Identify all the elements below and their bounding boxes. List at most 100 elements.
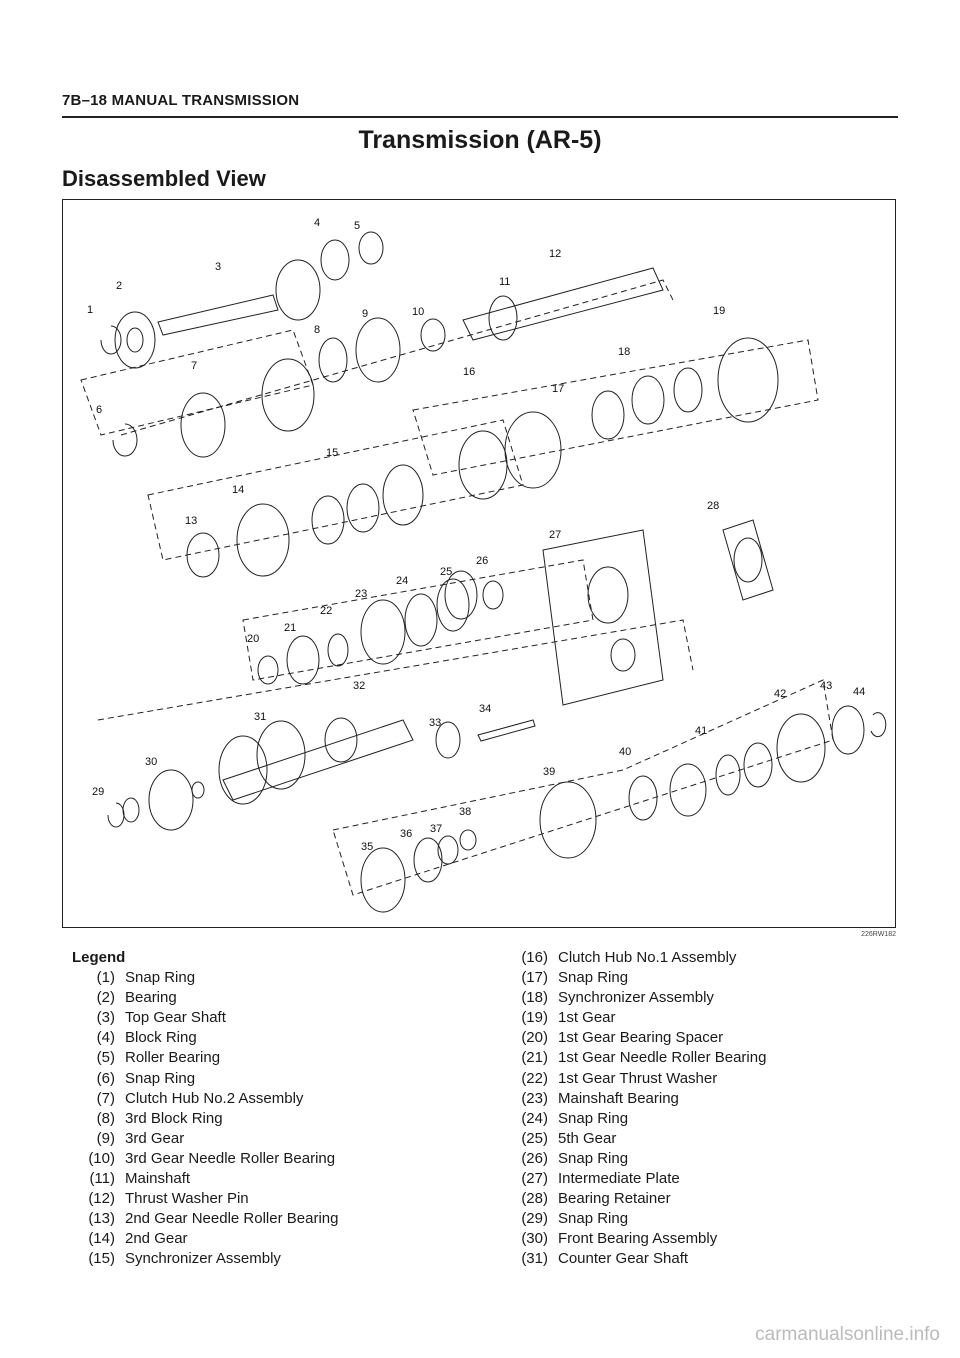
- legend-item: (31)Counter Gear Shaft: [521, 1250, 689, 1268]
- legend-item: (2)Bearing: [96, 989, 177, 1007]
- callout-9: 9: [362, 308, 368, 320]
- legend-item: (4)Block Ring: [96, 1029, 197, 1047]
- callout-28: 28: [707, 500, 719, 512]
- callout-18: 18: [618, 346, 630, 358]
- callout-36: 36: [400, 828, 412, 840]
- section-subtitle: Disassembled View: [62, 166, 266, 191]
- legend-item: (24)Snap Ring: [521, 1109, 629, 1127]
- callout-42: 42: [774, 688, 786, 700]
- group-outline: [97, 619, 694, 721]
- legend-item: (8)3rd Block Ring: [96, 1109, 223, 1127]
- legend-item: (21)1st Gear Needle Roller Bearing: [521, 1049, 767, 1067]
- exploded-view-drawing: 1 2 3 4 5 6 7 8 9 10 11 12 13 14 15 16 1…: [80, 217, 887, 913]
- group-outline: [332, 679, 834, 896]
- bearing-retainer-icon: [722, 519, 774, 601]
- watermark: carmanualsonline.info: [755, 1324, 940, 1345]
- mainshaft-icon: [462, 267, 664, 341]
- callout-19: 19: [713, 305, 725, 317]
- callout-23: 23: [355, 588, 367, 600]
- callout-1: 1: [87, 304, 93, 316]
- legend-item: (6)Snap Ring: [96, 1069, 196, 1087]
- group-outline: [80, 329, 314, 436]
- legend-item: (5)Roller Bearing: [96, 1049, 221, 1067]
- callout-27: 27: [549, 529, 561, 541]
- callout-11: 11: [499, 276, 510, 288]
- legend-item: (18)Synchronizer Assembly: [521, 989, 714, 1007]
- callout-24: 24: [396, 575, 408, 587]
- group-outline: [412, 339, 819, 476]
- callout-15: 15: [326, 447, 338, 459]
- legend-item: (27)Intermediate Plate: [521, 1170, 680, 1188]
- legend-item: (1)Snap Ring: [96, 969, 196, 987]
- callout-25: 25: [440, 566, 452, 578]
- legend-item: (19)1st Gear: [521, 1009, 616, 1027]
- callout-32: 32: [353, 680, 365, 692]
- group-outline: [120, 279, 674, 436]
- callout-10: 10: [412, 306, 424, 318]
- callout-16: 16: [463, 366, 475, 378]
- legend-column-left: Legend (1)Snap Ring (2)Bearing (3)Top Ge…: [62, 948, 482, 1270]
- callout-4: 4: [314, 217, 320, 229]
- callout-6: 6: [96, 404, 102, 416]
- legend-item: (14)2nd Gear: [88, 1230, 188, 1248]
- callout-38: 38: [459, 806, 471, 818]
- callout-13: 13: [185, 515, 197, 527]
- legend-item: (10)3rd Gear Needle Roller Bearing: [88, 1149, 336, 1167]
- figure-code: 226RW182: [861, 931, 896, 938]
- callout-17: 17: [552, 383, 564, 395]
- legend-item: (16)Clutch Hub No.1 Assembly: [521, 949, 737, 966]
- group-outline: [242, 559, 594, 681]
- legend-title: Legend: [72, 949, 126, 966]
- legend-item: (25)5th Gear: [521, 1129, 617, 1147]
- callout-44: 44: [853, 686, 865, 698]
- callout-34: 34: [479, 703, 491, 715]
- legend-item: (11)Mainshaft: [89, 1170, 191, 1188]
- callout-35: 35: [361, 841, 373, 853]
- legend-item: (12)Thrust Washer Pin: [88, 1190, 249, 1208]
- shaft-icon: [157, 294, 279, 336]
- callout-41: 41: [695, 725, 707, 737]
- callout-39: 39: [543, 766, 555, 778]
- callout-43: 43: [820, 680, 832, 692]
- snap-ring-icon: [100, 325, 122, 355]
- counter-gear-shaft-icon: [222, 719, 414, 801]
- callout-21: 21: [284, 622, 296, 634]
- legend-item: (15)Synchronizer Assembly: [88, 1250, 281, 1268]
- page-header: 7B–18 MANUAL TRANSMISSION: [62, 92, 300, 109]
- legend-item: (13)2nd Gear Needle Roller Bearing: [88, 1210, 339, 1228]
- callout-26: 26: [476, 555, 488, 567]
- callout-29: 29: [92, 786, 104, 798]
- callout-8: 8: [314, 324, 320, 336]
- callout-40: 40: [619, 746, 631, 758]
- legend-item: (29)Snap Ring: [521, 1210, 629, 1228]
- callout-2: 2: [116, 280, 122, 292]
- callout-12: 12: [549, 248, 561, 260]
- exploded-view-figure: 1 2 3 4 5 6 7 8 9 10 11 12 13 14 15 16 1…: [62, 199, 896, 928]
- page-title: Transmission (AR-5): [358, 126, 602, 154]
- legend-item: (30)Front Bearing Assembly: [521, 1230, 718, 1248]
- callout-30: 30: [145, 756, 157, 768]
- legend-item: (7)Clutch Hub No.2 Assembly: [96, 1089, 304, 1107]
- legend-item: (17)Snap Ring: [521, 969, 629, 987]
- callout-20: 20: [247, 633, 259, 645]
- legend-item: (20)1st Gear Bearing Spacer: [521, 1029, 724, 1047]
- legend-item: (28)Bearing Retainer: [521, 1190, 671, 1208]
- callout-22: 22: [320, 605, 332, 617]
- header-rule: [62, 116, 898, 118]
- callout-3: 3: [215, 261, 221, 273]
- intermediate-plate-icon: [542, 529, 664, 706]
- callout-37: 37: [430, 823, 442, 835]
- legend-item: (26)Snap Ring: [521, 1149, 629, 1167]
- bearing-icon: [114, 311, 156, 369]
- callout-5: 5: [354, 220, 360, 232]
- legend-item: (3)Top Gear Shaft: [96, 1009, 226, 1027]
- group-outline: [147, 419, 524, 561]
- callout-33: 33: [429, 717, 441, 729]
- legend-item: (23)Mainshaft Bearing: [521, 1089, 679, 1107]
- callout-14: 14: [232, 484, 244, 496]
- legend-column-right: (16)Clutch Hub No.1 Assembly (17)Snap Ri…: [500, 948, 900, 1270]
- callout-31: 31: [254, 711, 266, 723]
- callout-7: 7: [191, 360, 197, 372]
- legend-item: (9)3rd Gear: [96, 1129, 185, 1147]
- legend-item: (22)1st Gear Thrust Washer: [521, 1069, 718, 1087]
